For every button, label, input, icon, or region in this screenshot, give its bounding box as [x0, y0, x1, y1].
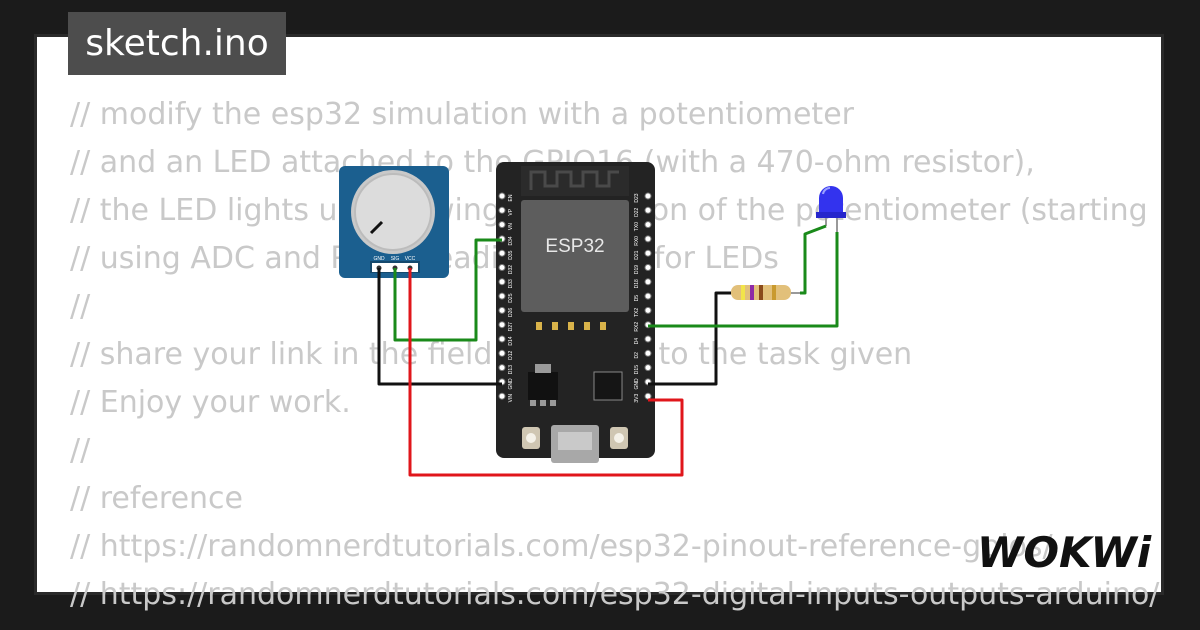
esp32-pin-label: D15 [634, 365, 640, 374]
wire-green-led [648, 232, 839, 328]
esp32-pin[interactable] [498, 321, 506, 329]
esp32-pin-label: D25 [508, 293, 514, 302]
esp32-pin-label: D5 [634, 295, 640, 302]
esp32-pin-label: D12 [508, 351, 514, 360]
esp32-pin-label: D13 [508, 365, 514, 374]
esp32-pin[interactable] [644, 206, 652, 214]
esp32-pin[interactable] [498, 292, 506, 300]
esp32-pin-label: D19 [634, 265, 640, 274]
esp32-pin-label: D35 [508, 250, 514, 259]
esp32-pin-label: EN [508, 194, 514, 201]
esp32-pin-label: RX0 [634, 236, 640, 246]
logo-text: WOKWi [977, 528, 1152, 577]
esp32-pin-label: VIN [508, 394, 514, 403]
esp32-pin[interactable] [498, 249, 506, 257]
esp32-pin-label: D2 [634, 352, 640, 359]
esp32-pin[interactable] [498, 335, 506, 343]
esp32-pin-label: GND [508, 378, 514, 390]
code-editor: // modify the esp32 simulation with a po… [70, 91, 1160, 619]
esp32-pin[interactable] [498, 192, 506, 200]
code-line: // [70, 433, 91, 468]
resistor[interactable] [718, 285, 800, 300]
code-line: // modify the esp32 simulation with a po… [70, 97, 854, 132]
led[interactable] [816, 186, 846, 232]
esp32-pin[interactable] [644, 221, 652, 229]
esp32-pin-label: D33 [508, 279, 514, 288]
wire-led-resistor [800, 224, 827, 295]
pot-pin-label: GND [373, 256, 385, 262]
esp32-pin-label: TX0 [634, 222, 640, 231]
esp32-pin[interactable] [498, 264, 506, 271]
code-line: // Enjoy your work. [70, 385, 351, 420]
esp32-pin-label: RX2 [634, 322, 640, 332]
esp32-pin-label: D34 [508, 236, 514, 245]
wire-black-gnd [377, 268, 502, 386]
esp32-pin-label: GND [634, 378, 640, 390]
esp32-pin[interactable] [644, 278, 652, 286]
code-editor-card: // modify the esp32 simulation with a po… [34, 34, 1164, 612]
esp32-pin-label: D22 [634, 208, 640, 217]
esp32-pin[interactable] [498, 349, 506, 357]
esp32-pin[interactable] [644, 364, 652, 372]
esp32-pin[interactable] [644, 249, 652, 257]
esp32-pin[interactable] [644, 335, 652, 343]
esp32-pin-label: VN [508, 223, 514, 230]
esp32-pin-label: D4 [634, 338, 640, 345]
esp32-pin[interactable] [498, 392, 506, 400]
wire-black-gnd2 [648, 291, 731, 386]
esp32-chip-label: ESP32 [545, 236, 604, 257]
file-tab[interactable]: sketch.ino [68, 12, 286, 75]
esp32-board[interactable]: ESP32 [496, 162, 655, 463]
code-line: // reference [70, 481, 243, 516]
esp32-pin[interactable] [644, 392, 652, 400]
esp32-pin[interactable] [644, 235, 652, 243]
esp32-pin[interactable] [644, 264, 652, 271]
esp32-pin[interactable] [644, 349, 652, 357]
pot-pin-label: SIG [391, 256, 400, 262]
wire-green-sig [393, 238, 502, 342]
wire-red-vcc [408, 268, 684, 477]
esp32-pin-label: D26 [508, 308, 514, 317]
esp32-pin-label: 3V3 [634, 394, 640, 403]
esp32-pin[interactable] [644, 306, 652, 314]
esp32-pin[interactable] [498, 221, 506, 229]
esp32-pin-label: D23 [634, 193, 640, 202]
esp32-pin[interactable] [498, 206, 506, 214]
esp32-pin-label: VP [508, 208, 514, 215]
esp32-pin-label: TX2 [634, 308, 640, 317]
esp32-pin-label: D32 [508, 265, 514, 274]
esp32-pin[interactable] [498, 364, 506, 372]
esp32-pin-label: D14 [508, 336, 514, 345]
esp32-pin-label: D27 [508, 322, 514, 331]
esp32-pin[interactable] [644, 292, 652, 300]
wires [377, 224, 839, 477]
esp32-pin-label: D21 [634, 250, 640, 259]
wokwi-logo: WOKWi [977, 528, 1152, 577]
potentiometer[interactable]: GND SIG VCC [339, 166, 449, 278]
esp32-pin[interactable] [644, 192, 652, 200]
code-line: // https://randomnerdtutorials.com/esp32… [70, 529, 1053, 564]
pot-pin-label: VCC [405, 256, 416, 262]
esp32-pin[interactable] [498, 306, 506, 314]
esp32-pin-label: D18 [634, 279, 640, 288]
code-line: // https://randomnerdtutorials.com/esp32… [70, 577, 1160, 612]
code-line: // share your link in the field accordin… [70, 337, 913, 372]
esp32-pin[interactable] [498, 278, 506, 286]
code-line: // [70, 289, 91, 324]
